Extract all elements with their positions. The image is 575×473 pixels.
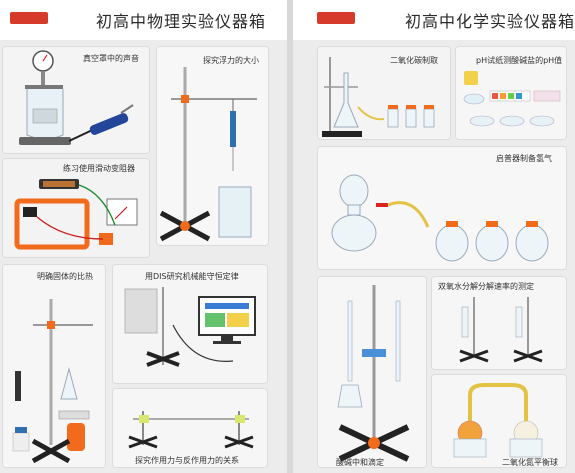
buoyancy-illustration [157,47,268,245]
caption-no2: 二氧化氮平衡球 [502,458,558,467]
action-reaction-illustration [113,389,267,467]
caption-kipp: 启普器制备氢气 [496,154,552,163]
caption-vacuum: 真空罩中的声音 [83,54,139,63]
h2o2-decomposition-illustration [432,277,566,369]
rheostat-illustration [3,159,149,257]
panel-vacuum-bell[interactable]: 真空罩中的声音 [2,46,150,154]
panel-neutralization[interactable]: 酸碱中和滴定 [317,276,427,468]
specific-heat-illustration [3,265,105,467]
chemistry-title: 初高中化学实验仪器箱 [405,12,575,31]
panel-h2o2[interactable]: 双氧水分解分解速率的测定 [431,276,567,370]
caption-dis: 用DIS研究机械能守恒定律 [145,272,239,281]
titration-illustration [318,277,426,467]
caption-ph: pH试纸测酸碱盐的pH值 [476,56,563,65]
center-divider [287,0,293,473]
brand-logo [10,12,48,24]
physics-title: 初高中物理实验仪器箱 [96,12,267,31]
caption-rheostat: 练习使用滑动变阻器 [63,164,135,173]
ph-test-illustration [456,47,566,139]
caption-heat: 明确固体的比热 [37,272,93,281]
caption-h2o2: 双氧水分解分解速率的测定 [438,282,534,291]
caption-neutralization: 酸碱中和滴定 [336,458,384,467]
brand-logo [317,12,355,24]
panel-co2[interactable]: 二氧化碳制取 [317,46,451,140]
dis-illustration [113,265,267,383]
caption-force: 探究作用力与反作用力的关系 [135,456,239,465]
physics-header: 初高中物理实验仪器箱 [0,0,287,40]
kipp-apparatus-illustration [318,147,566,269]
co2-illustration [318,47,450,139]
panel-ph[interactable]: pH试纸测酸碱盐的pH值 [455,46,567,140]
vacuum-bell-illustration [3,47,149,153]
panel-no2[interactable]: 二氧化氮平衡球 [431,374,567,468]
panel-rheostat[interactable]: 练习使用滑动变阻器 [2,158,150,258]
no2-equilibrium-illustration [432,375,566,467]
panel-heat[interactable]: 明确固体的比热 [2,264,106,468]
caption-co2: 二氧化碳制取 [390,56,438,65]
chemistry-section: 初高中化学实验仪器箱 二氧化碳制取 [293,0,575,473]
panel-force[interactable]: 探究作用力与反作用力的关系 [112,388,268,468]
physics-section: 初高中物理实验仪器箱 真空罩中的声音 [0,0,287,473]
panel-kipp[interactable]: 启普器制备氢气 [317,146,567,270]
caption-buoyancy: 探究浮力的大小 [203,56,259,65]
panel-dis[interactable]: 用DIS研究机械能守恒定律 [112,264,268,384]
chemistry-header: 初高中化学实验仪器箱 [293,0,575,40]
panel-buoyancy[interactable]: 探究浮力的大小 [156,46,269,246]
